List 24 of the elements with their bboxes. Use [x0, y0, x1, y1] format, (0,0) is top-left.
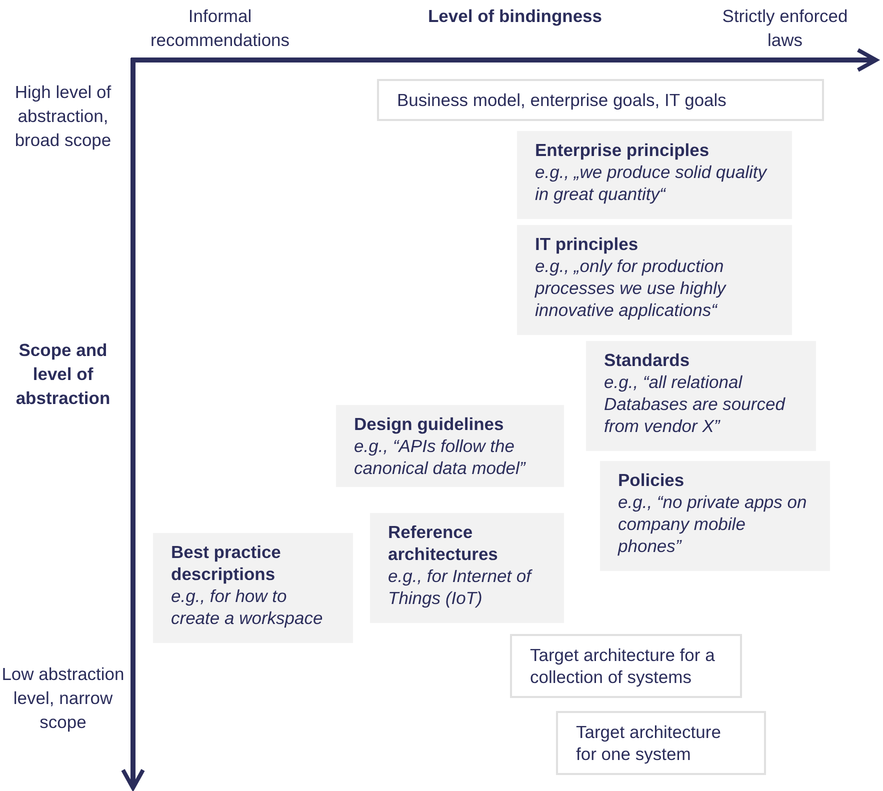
- axis-end-label: Low abstraction level, narrow scope: [0, 663, 126, 734]
- outlined-box: [556, 711, 766, 775]
- card-heading: Policies: [618, 469, 686, 491]
- example-text: e.g., “all relational Databases are sourced from vendor X”: [604, 371, 786, 437]
- outlined-box: [377, 79, 824, 121]
- box-text: Target architecture for a collection of systems: [530, 645, 715, 687]
- box-text: Target architecture for one system: [576, 722, 721, 764]
- example-text: e.g., for Internet of Things (IoT): [388, 565, 534, 609]
- example-text: e.g., „only for production processes we use highly innovative applications“: [535, 255, 728, 321]
- card-heading: Design guidelines: [354, 413, 505, 435]
- example-text: e.g., “APIs follow the canonical data model”: [354, 435, 527, 479]
- card-heading: Standards: [604, 349, 691, 371]
- example-text: e.g., for how to create a workspace: [171, 585, 324, 629]
- box-text: Business model, enterprise goals, IT goals: [397, 90, 726, 110]
- example-text: e.g., „we produce solid quality in great quantity“: [535, 161, 768, 205]
- axis-end-label: High level of abstraction, broad scope: [14, 81, 112, 152]
- example-text: e.g., “no private apps on company mobile phones”: [618, 491, 808, 557]
- axis-title: Scope and level of abstraction: [14, 339, 112, 410]
- axis-end-label: Strictly enforced laws: [721, 5, 849, 52]
- outlined-box: [510, 634, 742, 698]
- axis-title: Level of bindingness: [426, 5, 604, 28]
- card-heading: IT principles: [535, 233, 640, 255]
- card-heading: Enterprise principles: [535, 139, 710, 161]
- axis-end-label: Informal recommendations: [149, 5, 291, 52]
